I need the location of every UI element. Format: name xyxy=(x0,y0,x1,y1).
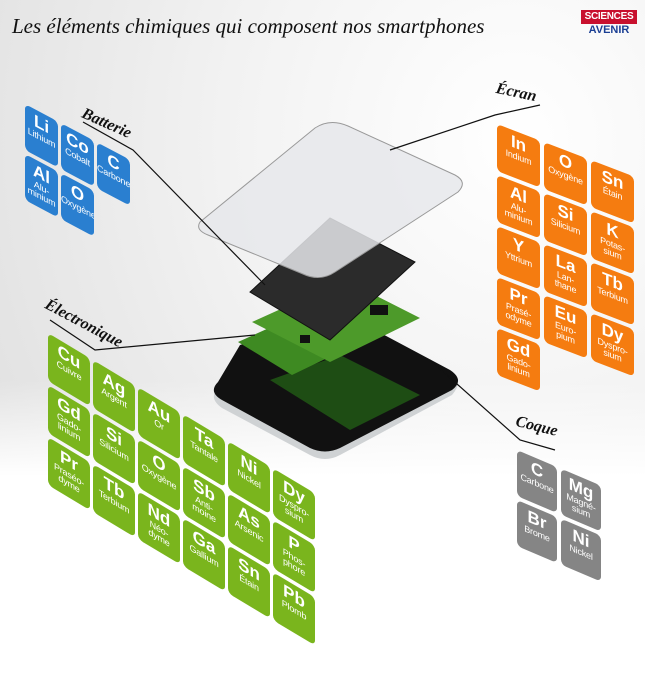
logo-line-2: AVENIR xyxy=(588,24,630,36)
sciences-avenir-logo: SCIENCES AVENIR xyxy=(581,10,637,36)
screen-glass xyxy=(198,122,463,278)
leader-lines xyxy=(49,104,556,451)
logo-line-1: SCIENCES xyxy=(581,10,637,24)
page-title: Les éléments chimiques qui composent nos… xyxy=(12,14,485,38)
